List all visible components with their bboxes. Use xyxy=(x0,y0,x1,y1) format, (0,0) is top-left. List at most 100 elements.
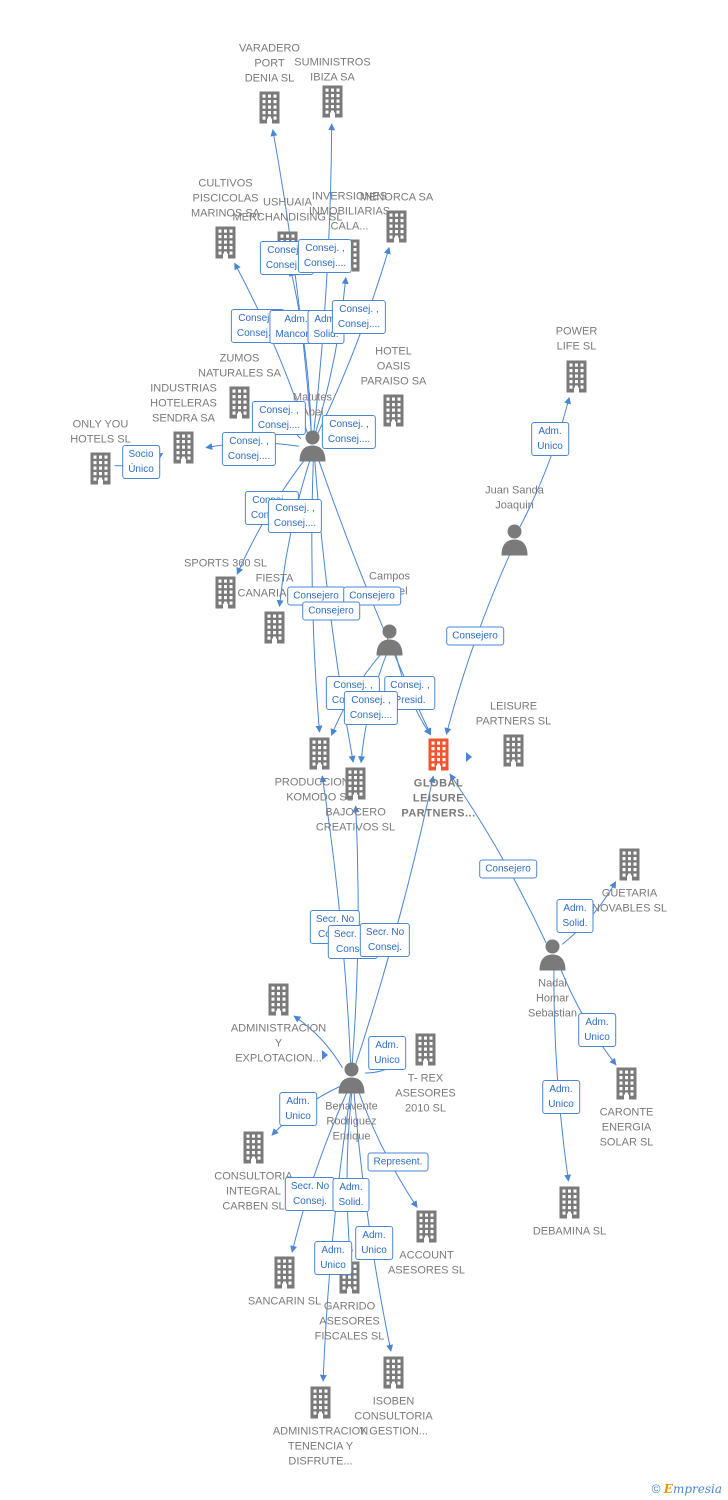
relation-label[interactable]: Adm. Unico xyxy=(279,1092,317,1126)
relation-label[interactable]: Socio Único xyxy=(122,445,160,479)
brand-logo[interactable]: Empresia xyxy=(663,1482,722,1496)
node-label: ONLY YOU HOTELS SL xyxy=(70,418,131,446)
relation-label[interactable]: Consejero xyxy=(479,859,537,879)
node-hotel[interactable]: HOTEL OASIS PARAISO SA xyxy=(361,346,426,427)
edge-benavente-global xyxy=(355,775,436,1065)
copyright-symbol: © xyxy=(651,1482,661,1496)
building-icon xyxy=(259,610,291,646)
node-label: CONSULTORIA INTEGRAL CARBEN SL xyxy=(214,1170,293,1213)
relation-label[interactable]: Consej. , Consej.... xyxy=(251,401,307,435)
building-icon xyxy=(85,451,117,487)
node-benavente[interactable]: Benavente Rodriguez Enrique xyxy=(325,1062,378,1143)
node-guetaria[interactable]: GUETARIA NOVABLES SL xyxy=(592,848,667,915)
person-icon xyxy=(537,937,569,973)
node-label: ADMINISTRACION Y EXPLOTACION... xyxy=(230,1022,327,1065)
node-global[interactable]: GLOBAL LEISURE PARTNERS... xyxy=(401,738,475,820)
relation-label[interactable]: Consej. , Consej.... xyxy=(221,432,277,466)
relation-label[interactable]: Adm. Unico xyxy=(542,1080,580,1114)
node-label: Nadal Homar Sebastian xyxy=(528,977,577,1020)
node-label: GARRIDO ASESORES FISCALES SL xyxy=(314,1300,385,1343)
node-matutes[interactable]: Matutes Abel xyxy=(293,392,332,462)
relation-label[interactable]: Consej. , Consej.... xyxy=(297,239,353,273)
node-bajocero[interactable]: BAJOCERO CREATIVOS SL xyxy=(316,767,395,834)
node-onlyyou[interactable]: ONLY YOU HOTELS SL xyxy=(70,419,131,485)
node-admtenencia[interactable]: ADMINISTRACION TENENCIA Y DISFRUTE... xyxy=(273,1386,368,1468)
building-icon xyxy=(381,209,413,245)
building-icon xyxy=(317,84,349,120)
relation-label[interactable]: Adm. Solid. xyxy=(332,1178,370,1212)
node-label: VARADERO PORT DENIA SL xyxy=(239,42,300,85)
edge-benavente-isoben xyxy=(353,1091,394,1352)
building-icon xyxy=(210,575,242,611)
building-icon xyxy=(498,733,530,769)
node-label: SUMINISTROS IBIZA SA xyxy=(294,56,371,84)
node-zumos[interactable]: ZUMOS NATURALES SA xyxy=(198,353,281,419)
node-leisure[interactable]: LEISURE PARTNERS SL xyxy=(476,701,551,767)
node-label: Matutes Abel xyxy=(292,391,333,419)
node-sports[interactable]: SPORTS 360 SL xyxy=(184,558,267,609)
node-label: ZUMOS NATURALES SA xyxy=(198,352,281,380)
node-label: MENORCA SA xyxy=(359,191,434,204)
relation-label[interactable]: Consejero xyxy=(446,626,504,646)
relation-label[interactable]: Secr. No Consej. xyxy=(284,1177,336,1211)
building-icon xyxy=(561,359,593,395)
node-power[interactable]: POWER LIFE SL xyxy=(556,326,597,393)
relation-label[interactable]: Consejero xyxy=(343,586,401,606)
building-icon xyxy=(378,1355,410,1391)
node-label: Juan Sanda Joaquin xyxy=(485,484,544,512)
relation-label[interactable]: Represent. xyxy=(367,1152,429,1172)
edge-benavente-administracion xyxy=(293,1015,343,1069)
node-sancarin[interactable]: SANCARIN SL xyxy=(248,1256,321,1308)
node-caronte[interactable]: CARONTE ENERGIA SOLAR SL xyxy=(600,1067,653,1149)
relation-label[interactable]: Adm. Unico xyxy=(314,1241,352,1275)
edge-matutes-suministros xyxy=(313,123,336,433)
node-label: CULTIVOS PISCICOLAS MARINOS SA xyxy=(190,177,261,220)
node-consultoria[interactable]: CONSULTORIA INTEGRAL CARBEN SL xyxy=(214,1131,293,1213)
edge-matutes-inversiones xyxy=(315,276,349,433)
node-label: SPORTS 360 SL xyxy=(184,557,267,570)
node-label: POWER LIFE SL xyxy=(555,325,598,353)
node-label: Benavente Rodriguez Enrique xyxy=(325,1100,378,1143)
building-icon xyxy=(304,736,336,772)
node-administracion[interactable]: ADMINISTRACION Y EXPLOTACION... xyxy=(231,983,326,1065)
node-label: PRODUCCIONES KOMODO SL xyxy=(274,776,365,804)
node-industrias[interactable]: INDUSTRIAS HOTELERAS SENDRA SA xyxy=(150,383,217,464)
building-icon xyxy=(614,847,646,883)
node-trex[interactable]: T- REX ASESORES 2010 SL xyxy=(395,1033,456,1115)
node-label: DEBAMINA SL xyxy=(532,1225,607,1238)
edge-benavente-admtenencia xyxy=(319,1091,352,1382)
relation-label[interactable]: Consej. , Consej.... xyxy=(321,415,377,449)
relation-label[interactable]: Adm. Unico xyxy=(355,1226,393,1260)
relation-label[interactable]: Consej. , Consej.... xyxy=(331,300,387,334)
node-debamina[interactable]: DEBAMINA SL xyxy=(533,1186,606,1238)
node-juansanda[interactable]: Juan Sanda Joaquin xyxy=(485,485,544,556)
node-cultivos[interactable]: CULTIVOS PISCICOLAS MARINOS SA xyxy=(191,178,260,259)
node-label: ISOBEN CONSULTORIA Y GESTION... xyxy=(354,1395,433,1438)
node-menorca[interactable]: MENORCA SA xyxy=(360,192,433,243)
person-icon xyxy=(499,522,531,558)
node-garrido[interactable]: GARRIDO ASESORES FISCALES SL xyxy=(315,1261,384,1343)
node-fiesta[interactable]: FIESTA CANARIAS SA xyxy=(238,573,311,644)
edge-nadal-debamina xyxy=(553,968,572,1182)
relation-label[interactable]: Adm. Unico xyxy=(368,1036,406,1070)
node-varadero[interactable]: VARADERO PORT DENIA SL xyxy=(239,43,300,124)
relation-label[interactable]: Adm. Unico xyxy=(578,1013,616,1047)
node-campos[interactable]: Campos Manuel xyxy=(369,571,410,656)
node-nadal[interactable]: Nadal Homar Sebastian xyxy=(528,939,577,1020)
node-label: GUETARIA NOVABLES SL xyxy=(592,887,667,915)
relation-label[interactable]: Adm. Solid. xyxy=(556,899,594,933)
relation-label[interactable]: Consej. , Consej.... xyxy=(343,691,399,725)
edge-matutes-menorca xyxy=(317,246,391,434)
node-producciones[interactable]: PRODUCCIONES KOMODO SL xyxy=(275,737,364,804)
edge-global-leisure xyxy=(466,752,472,762)
node-suministros[interactable]: SUMINISTROS IBIZA SA xyxy=(294,57,371,118)
building-icon xyxy=(410,1032,442,1068)
building-icon xyxy=(305,1385,337,1421)
relation-label[interactable]: Consejero xyxy=(302,601,360,621)
relation-label[interactable]: Consej. , Consej.... xyxy=(267,499,323,533)
node-isoben[interactable]: ISOBEN CONSULTORIA Y GESTION... xyxy=(354,1356,433,1438)
relation-label[interactable]: Adm. Unico xyxy=(531,422,569,456)
node-account[interactable]: ACCOUNT ASESORES SL xyxy=(388,1210,465,1277)
edge-benavente-account xyxy=(357,1090,418,1208)
relation-label[interactable]: Secr. No Consej. xyxy=(359,923,411,957)
